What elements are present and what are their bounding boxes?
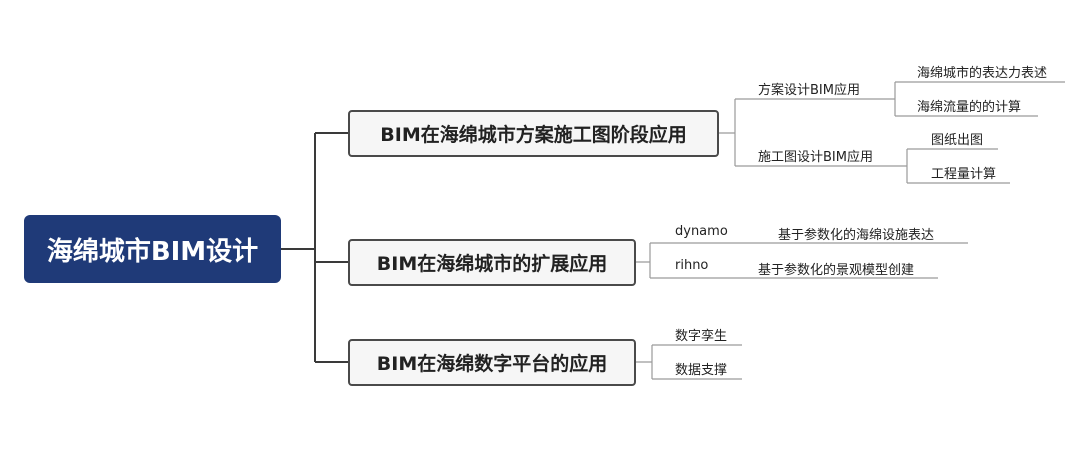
- subnode-data-support[interactable]: 数据支撑: [675, 363, 728, 378]
- branch-label: BIM在海绵城市的扩展应用: [376, 253, 608, 275]
- connector-b1-c2-leaves: [888, 148, 1010, 184]
- root-node[interactable]: 海绵城市BIM设计: [24, 215, 281, 283]
- subnode-digital-twin[interactable]: 数字孪生: [675, 329, 728, 344]
- branch-label: BIM在海绵城市方案施工图阶段应用: [380, 124, 687, 146]
- branch-label: BIM在海绵数字平台的应用: [376, 353, 608, 375]
- leaf-sponge-city-expression[interactable]: 海绵城市的表达力表述: [917, 66, 1048, 81]
- root-label: 海绵城市BIM设计: [46, 236, 259, 267]
- branch-node-digital-platform[interactable]: BIM在海绵数字平台的应用: [348, 339, 636, 386]
- subnode-dynamo[interactable]: dynamo: [675, 224, 728, 239]
- connector-b2-out: [636, 242, 737, 279]
- leaf-parametric-landscape-model[interactable]: 基于参数化的景观模型创建: [758, 263, 915, 278]
- subnode-scheme-design-bim[interactable]: 方案设计BIM应用: [758, 83, 860, 98]
- connector-b3-out: [636, 344, 742, 380]
- subnode-construction-drawing-bim[interactable]: 施工图设计BIM应用: [758, 150, 873, 165]
- branch-node-design-construction[interactable]: BIM在海绵城市方案施工图阶段应用: [348, 110, 719, 157]
- leaf-sponge-flow-calculation[interactable]: 海绵流量的的计算: [917, 100, 1022, 115]
- connector-b1-out: [719, 98, 756, 167]
- leaf-drawing-output[interactable]: 图纸出图: [931, 133, 984, 148]
- leaf-parametric-sponge-facility[interactable]: 基于参数化的海绵设施表达: [778, 228, 935, 243]
- subnode-rihno[interactable]: rihno: [675, 258, 709, 273]
- branch-node-extended-application[interactable]: BIM在海绵城市的扩展应用: [348, 239, 636, 286]
- leaf-quantity-calculation[interactable]: 工程量计算: [931, 167, 997, 182]
- connector-b1-c1-leaves: [873, 81, 1065, 117]
